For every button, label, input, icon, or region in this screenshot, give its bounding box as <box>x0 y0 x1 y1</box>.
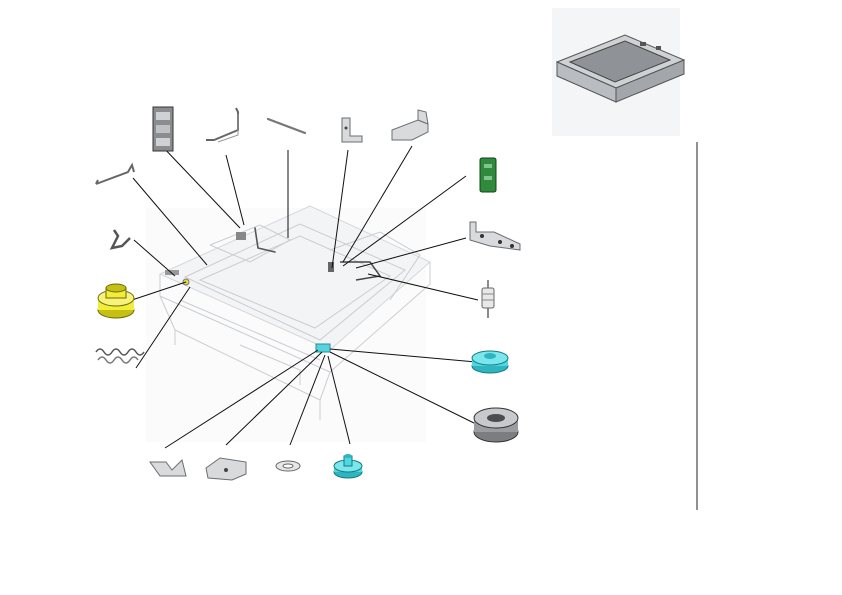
part-bracket-long[interactable] <box>206 107 239 143</box>
part-tension-spring[interactable] <box>481 280 495 318</box>
part-wire-spring-left[interactable] <box>95 162 135 185</box>
part-clip-bottom-left[interactable] <box>149 459 187 477</box>
leader-lines <box>131 144 479 449</box>
part-pcb-sensor-board[interactable] <box>479 157 497 193</box>
assembled-unit-thumbnail <box>552 8 686 136</box>
part-coil-spring[interactable] <box>95 348 145 364</box>
part-wire-rod[interactable] <box>266 117 307 135</box>
part-cyan-pulley[interactable] <box>471 350 509 374</box>
part-gray-roller[interactable] <box>473 407 519 443</box>
part-hinge-plate[interactable] <box>469 221 521 251</box>
part-latch-hook[interactable] <box>109 229 131 250</box>
part-washer[interactable] <box>275 460 301 472</box>
part-plate-bottom[interactable] <box>205 457 247 481</box>
frame-details <box>165 227 382 353</box>
part-bracket-angled[interactable] <box>391 109 429 141</box>
part-cable-board[interactable] <box>152 106 174 152</box>
part-yellow-bushing[interactable] <box>97 283 135 319</box>
part-bracket-small[interactable] <box>341 117 363 143</box>
part-cyan-gear[interactable] <box>333 454 363 479</box>
scanner-frame-ghost <box>146 205 431 442</box>
